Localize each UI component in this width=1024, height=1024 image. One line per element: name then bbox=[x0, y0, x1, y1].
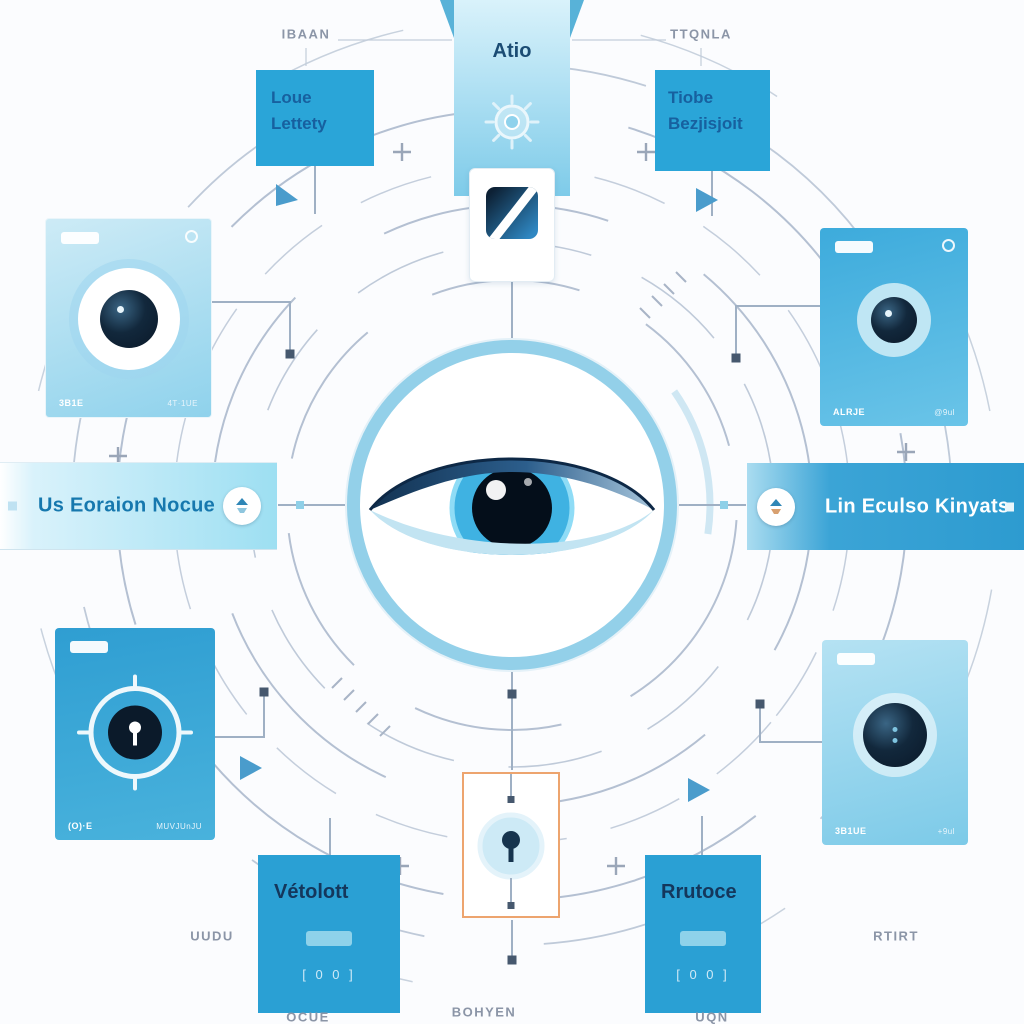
device-card-bottom-right[interactable]: 3B1UE +9ul bbox=[822, 640, 968, 845]
tile-chip bbox=[680, 931, 726, 946]
banner-left[interactable]: Us Eoraion Nocue bbox=[0, 462, 277, 550]
device-card-bottom-left[interactable]: (O)·E MUVJUnJU bbox=[55, 628, 215, 840]
device-footer-right: MUVJUnJU bbox=[156, 822, 202, 831]
tile-bottom-right-title: Rrutoce bbox=[661, 881, 737, 903]
tile-top-right-line1: Tiobe bbox=[668, 88, 714, 107]
tile-top-right[interactable]: Tiobe Bezjisjoit bbox=[655, 70, 770, 171]
header-dot-icon bbox=[942, 239, 955, 252]
camera-lens-icon bbox=[857, 283, 931, 357]
header-dot-icon bbox=[185, 230, 198, 243]
sort-icon[interactable] bbox=[223, 487, 261, 525]
direction-triangles bbox=[240, 184, 718, 802]
banner-right[interactable]: Lin Eculso Kinyats bbox=[747, 463, 1024, 550]
label-guide-lines bbox=[305, 39, 702, 66]
header-chip bbox=[835, 241, 873, 253]
connector-lines bbox=[210, 166, 822, 956]
header-chip bbox=[837, 653, 875, 665]
header-chip bbox=[61, 232, 99, 244]
device-footer-right: @9ul bbox=[934, 408, 955, 417]
label-bohyen: BOHYEN bbox=[451, 1004, 517, 1020]
crosshair-target-icon bbox=[75, 673, 195, 798]
tile-bottom-left-value: [ 0 0 ] bbox=[302, 967, 356, 982]
tile-bottom-left[interactable]: Vétolott [ 0 0 ] bbox=[258, 855, 400, 1013]
sort-icon[interactable] bbox=[757, 487, 795, 526]
tick-clusters bbox=[331, 271, 687, 737]
top-ribbon: Atio bbox=[440, 0, 584, 196]
tile-bottom-right[interactable]: Rrutoce [ 0 0 ] bbox=[645, 855, 761, 1013]
device-footer-left: 3B1E bbox=[59, 398, 84, 408]
label-uqn: UQN bbox=[695, 1009, 729, 1024]
tile-bottom-left-title: Vétolott bbox=[274, 881, 349, 903]
ribbon-photo-card[interactable] bbox=[469, 168, 555, 282]
device-footer-left: 3B1UE bbox=[835, 826, 867, 836]
eye-illustration bbox=[368, 457, 656, 555]
tile-top-left[interactable]: Loue Lettety bbox=[256, 70, 374, 166]
label-ttqnla: TTQNLA bbox=[670, 26, 732, 42]
device-card-top-left[interactable]: 3B1E 4T·1UE bbox=[45, 218, 212, 418]
banner-right-label: Lin Eculso Kinyats bbox=[825, 495, 1010, 517]
banner-right-edge-square bbox=[1005, 502, 1014, 511]
device-footer-left: (O)·E bbox=[68, 821, 93, 831]
tile-chip bbox=[306, 931, 352, 946]
label-rtirt: RTIRT bbox=[873, 928, 919, 944]
tile-top-right-line2: Bezjisjoit bbox=[668, 113, 743, 133]
banner-left-label: Us Eoraion Nocue bbox=[38, 494, 216, 517]
label-ocue: OCUE bbox=[286, 1009, 330, 1024]
ribbon-title: Atio bbox=[492, 40, 532, 62]
header-chip bbox=[70, 641, 108, 653]
camera-lens-icon bbox=[77, 268, 180, 370]
device-footer-right: 4T·1UE bbox=[167, 399, 198, 408]
sun-icon bbox=[482, 92, 542, 157]
tile-bottom-right-value: [ 0 0 ] bbox=[676, 967, 730, 982]
label-uudu: UUDU bbox=[190, 928, 234, 944]
label-ibaan: IBAAN bbox=[281, 26, 331, 42]
sensor-icon bbox=[853, 693, 937, 777]
scan-button-icon bbox=[477, 774, 545, 909]
banner-left-edge-square bbox=[8, 501, 17, 511]
device-footer-right: +9ul bbox=[937, 827, 955, 836]
tile-top-left-line1: Loue bbox=[271, 88, 312, 107]
device-footer-left: ALRJE bbox=[833, 407, 866, 417]
scan-control-box[interactable] bbox=[462, 772, 560, 918]
photo-icon bbox=[486, 187, 538, 239]
tile-top-left-line2: Lettety bbox=[271, 113, 327, 133]
device-card-top-right[interactable]: ALRJE @9ul bbox=[820, 228, 968, 426]
